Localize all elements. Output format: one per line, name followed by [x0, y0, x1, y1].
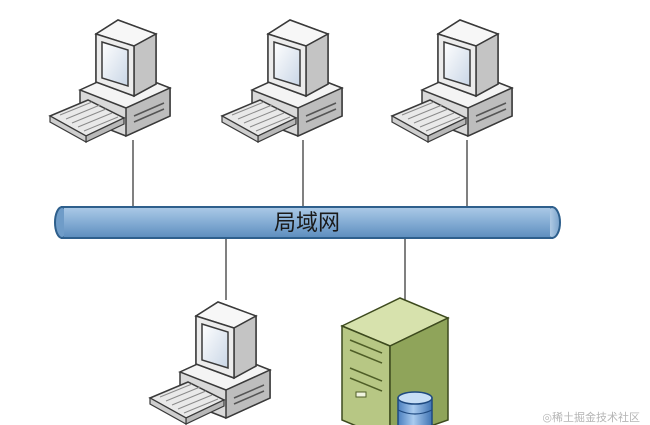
computer-icon: [149, 301, 271, 425]
computer-icon: [221, 19, 343, 143]
computer-icon: [391, 19, 513, 143]
watermark: ◎稀土掘金技术社区: [542, 410, 640, 424]
database-icon: [397, 391, 433, 425]
bus-label: 局域网: [274, 211, 340, 236]
computer-icon: [49, 19, 171, 143]
lan-bus: 局域网: [54, 206, 561, 239]
server-icon: [340, 297, 450, 425]
